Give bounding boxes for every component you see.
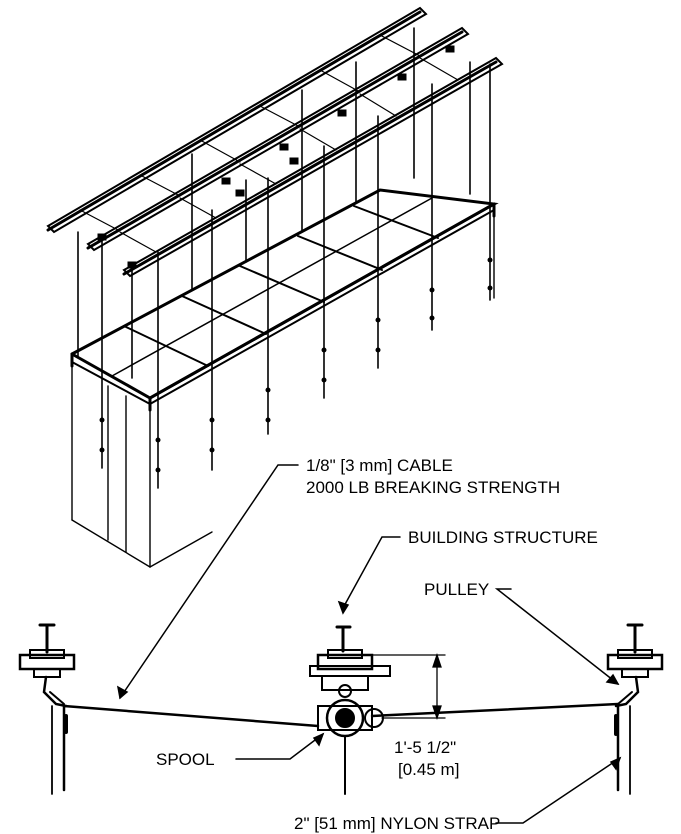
right-pulley-assembly xyxy=(608,625,662,794)
overhead-track-2 xyxy=(88,28,468,250)
overhead-track-3 xyxy=(124,58,502,276)
isometric-view xyxy=(48,8,502,567)
nylon-strap-label: 2" [51 mm] NYLON STRAP xyxy=(294,814,501,833)
cross-ties xyxy=(80,35,458,252)
overhead-track-1 xyxy=(48,8,426,232)
center-spool-assembly xyxy=(310,627,390,794)
leader-lines xyxy=(118,465,620,823)
track-carriers xyxy=(98,46,454,268)
curtain-top-frame xyxy=(72,190,494,410)
pulley-label: PULLEY xyxy=(424,580,490,599)
dimension-1-5-half xyxy=(372,655,445,718)
left-pulley-assembly xyxy=(20,625,74,794)
strap-fittings xyxy=(99,257,493,473)
cable-label-line1: 1/8" [3 mm] CABLE xyxy=(306,456,453,475)
building-structure-label: BUILDING STRUCTURE xyxy=(408,528,598,547)
cable-label-line2: 2000 LB BREAKING STRENGTH xyxy=(306,478,561,497)
section-view xyxy=(20,465,662,823)
dimension-imperial-label: 1'-5 1/2" xyxy=(394,738,457,757)
dimension-metric-label: [0.45 m] xyxy=(398,760,460,779)
spool-label: SPOOL xyxy=(156,750,215,769)
cable-runs xyxy=(64,704,618,726)
curtain-panel xyxy=(72,216,494,567)
